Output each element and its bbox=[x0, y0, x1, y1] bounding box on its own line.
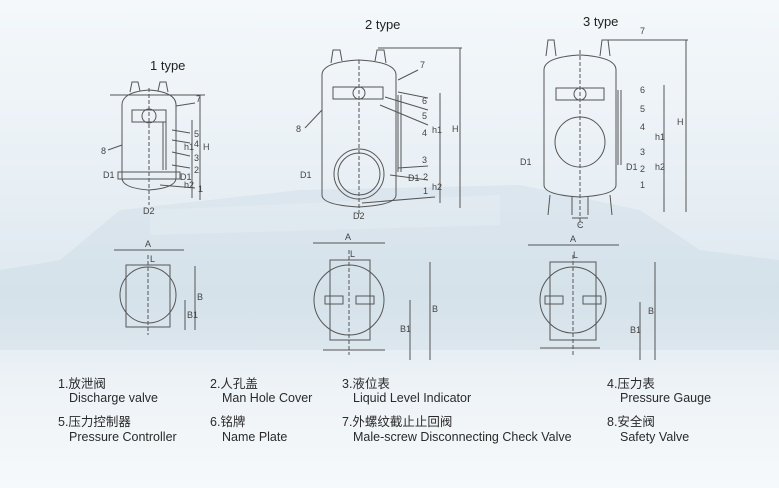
legend-5-cn: 5.压力控制器 bbox=[58, 415, 131, 429]
type-2-dim-h2: h2 bbox=[432, 182, 442, 192]
type-3-dim-h1: h1 bbox=[655, 132, 665, 142]
type-1-elevation bbox=[107, 81, 205, 205]
type-2-dim-h1: h1 bbox=[432, 125, 442, 135]
legend-3-cn: 3.液位表 bbox=[342, 377, 390, 391]
type-3-callout-1: 1 bbox=[640, 180, 645, 190]
type-3-dim-D1-left: D1 bbox=[520, 157, 532, 167]
type-3-dim-H: H bbox=[677, 117, 684, 127]
type-1-dim-H: H bbox=[203, 142, 210, 152]
type-2-title: 2 type bbox=[365, 17, 401, 32]
type-3-callout-3: 3 bbox=[640, 147, 645, 157]
legend-2-cn: 2.人孔盖 bbox=[210, 377, 258, 391]
legend-1-en: Discharge valve bbox=[69, 391, 158, 405]
type-1-dim-L: L bbox=[150, 254, 155, 264]
legend-2-en: Man Hole Cover bbox=[222, 391, 313, 405]
type-2-callout-6: 6 bbox=[422, 96, 427, 106]
legend-3-en: Liquid Level Indicator bbox=[353, 391, 472, 405]
legend-7-cn: 7.外螺纹截止止回阀 bbox=[342, 415, 453, 429]
type-2-elevation bbox=[304, 47, 462, 215]
type-3-dim-C: C bbox=[577, 220, 584, 230]
type-2-plan bbox=[313, 242, 431, 360]
type-3-dim-h2: h2 bbox=[655, 162, 665, 172]
legend-6-cn: 6.铭牌 bbox=[210, 415, 246, 429]
type-2-callout-1: 1 bbox=[423, 186, 428, 196]
type-2-callout-8: 8 bbox=[296, 124, 301, 134]
type-3-dim-A: A bbox=[570, 234, 576, 244]
legend-8-en: Safety Valve bbox=[620, 430, 690, 444]
type-2-callout-2: 2 bbox=[423, 172, 428, 182]
type-3-callout-6: 6 bbox=[640, 85, 645, 95]
type-2-callout-5: 5 bbox=[422, 111, 427, 121]
type-2-dim-B: B bbox=[432, 304, 438, 314]
type-1-dim-A: A bbox=[145, 239, 151, 249]
type-3-callout-5: 5 bbox=[640, 104, 645, 114]
type-3-plan bbox=[528, 244, 656, 360]
type-1-dim-h2: h2 bbox=[184, 180, 194, 190]
type-3-elevation bbox=[543, 39, 688, 225]
type-1-callout-3: 3 bbox=[194, 153, 199, 163]
type-2-callout-4: 4 bbox=[422, 128, 427, 138]
type-3-dim-B: B bbox=[648, 306, 654, 316]
type-2-dim-A: A bbox=[345, 232, 351, 242]
type-1-dim-D1-left: D1 bbox=[103, 170, 115, 180]
legend-7-en: Male-screw Disconnecting Check Valve bbox=[353, 430, 572, 444]
legend-8-cn: 8.安全阀 bbox=[607, 415, 655, 429]
type-3-dim-D1-right: D1 bbox=[626, 162, 638, 172]
type-1-callout-1: 1 bbox=[198, 184, 203, 194]
type-1-callout-4: 4 bbox=[194, 139, 199, 149]
type-3-callout-2: 2 bbox=[640, 164, 645, 174]
legend-5-en: Pressure Controller bbox=[69, 430, 177, 444]
type-2-callout-3: 3 bbox=[422, 155, 427, 165]
type-1-callout-2: 2 bbox=[194, 165, 199, 175]
type-1-dim-B: B bbox=[197, 292, 203, 302]
type-3-callout-4: 4 bbox=[640, 122, 645, 132]
type-2-dim-H: H bbox=[452, 124, 459, 134]
type-2-dim-D2: D2 bbox=[353, 211, 365, 221]
type-1-dim-h1: h1 bbox=[184, 142, 194, 152]
type-2-dim-D1-right: D1 bbox=[408, 173, 420, 183]
type-3-dim-B1: B1 bbox=[630, 325, 641, 335]
type-3-callout-7: 7 bbox=[640, 26, 645, 36]
type-2-dim-B1: B1 bbox=[400, 324, 411, 334]
type-1-callout-7: 7 bbox=[196, 94, 201, 104]
type-1-dim-D2: D2 bbox=[143, 206, 155, 216]
type-1-plan bbox=[114, 249, 196, 335]
type-1-dim-B1: B1 bbox=[187, 310, 198, 320]
legend-4-cn: 4.压力表 bbox=[607, 377, 655, 391]
type-1-title: 1 type bbox=[150, 58, 186, 73]
type-3-title: 3 type bbox=[583, 14, 619, 29]
legend-6-en: Name Plate bbox=[222, 430, 288, 444]
type-1-callout-8: 8 bbox=[101, 146, 106, 156]
type-2-callout-7: 7 bbox=[420, 60, 425, 70]
type-3-dim-L: L bbox=[573, 250, 578, 260]
type-1-callout-5: 5 bbox=[194, 129, 199, 139]
legend-4-en: Pressure Gauge bbox=[620, 391, 712, 405]
legend-1-cn: 1.放泄阀 bbox=[58, 377, 106, 391]
type-2-dim-L: L bbox=[350, 249, 355, 259]
type-1-dim-D1-right: D1 bbox=[180, 172, 192, 182]
type-2-dim-D1-left: D1 bbox=[300, 170, 312, 180]
